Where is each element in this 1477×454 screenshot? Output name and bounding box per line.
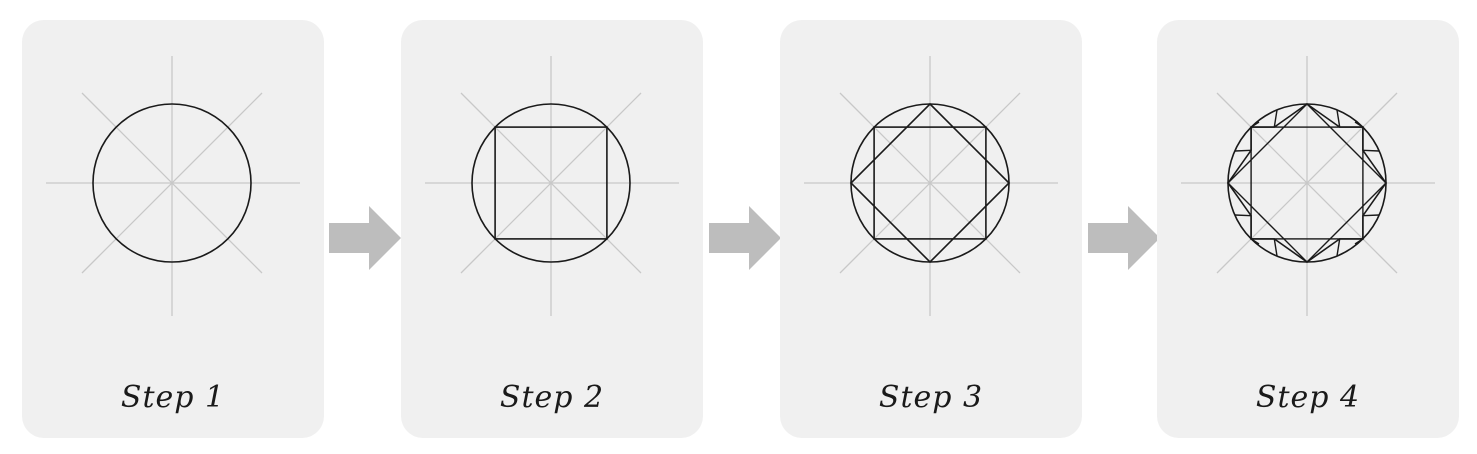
arrow-right-icon [709, 206, 781, 270]
arrow-right-icon [1088, 206, 1160, 270]
inscribed-square [494, 126, 608, 240]
inscribed-square [873, 126, 987, 240]
inner-diamond [1227, 103, 1387, 263]
circle-outline [92, 103, 252, 263]
guide-lines [46, 56, 300, 316]
step-1-drawing [46, 56, 300, 316]
step-3-label: Step 3 [878, 380, 984, 415]
circle-outline [471, 103, 631, 263]
step-1-label: Step 1 [120, 380, 226, 415]
step-4-panel: Step 4 [1157, 20, 1459, 438]
step-2-drawing [425, 56, 679, 316]
step-4-drawing [1181, 56, 1435, 316]
step-4-label: Step 4 [1255, 380, 1361, 415]
guide-lines [425, 56, 679, 316]
guide-lines [1181, 56, 1435, 316]
inscribed-diamond [849, 102, 1011, 264]
step-3-panel: Step 3 [780, 20, 1082, 438]
step-3-drawing [804, 56, 1058, 316]
step-2-panel: Step 2 [401, 20, 703, 438]
step-1-panel: Step 1 [22, 20, 324, 438]
inner-square [1250, 126, 1364, 240]
arrow-right-icon [329, 206, 401, 270]
step-2-label: Step 2 [499, 380, 605, 415]
facet-lines [1234, 109, 1380, 257]
guide-lines [804, 56, 1058, 316]
